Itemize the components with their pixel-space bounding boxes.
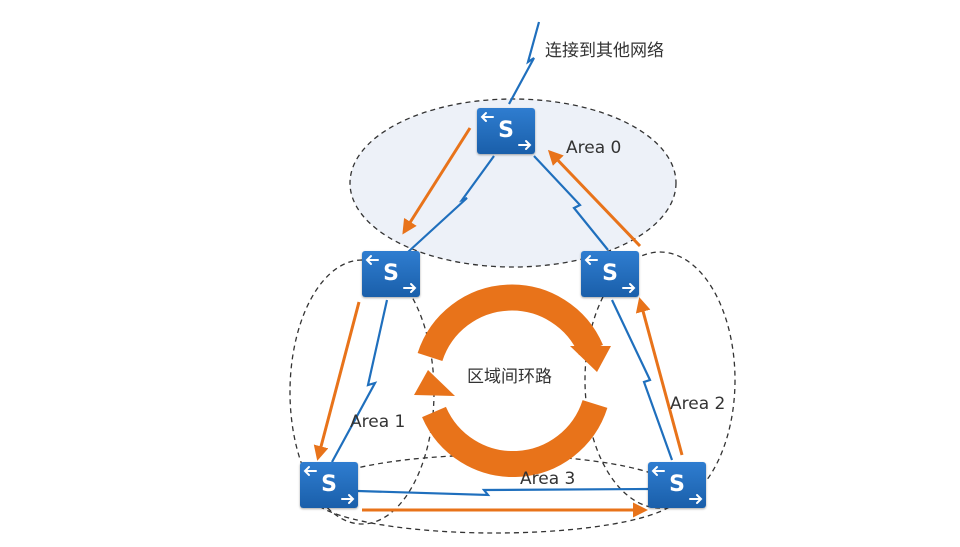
switch-top[interactable]: S bbox=[477, 108, 535, 154]
switch-bottom-right[interactable]: S bbox=[648, 462, 706, 508]
area-2-boundary bbox=[584, 251, 736, 509]
area-0-boundary bbox=[349, 98, 677, 268]
switch-label: S bbox=[669, 472, 685, 497]
switch-arrows-icon bbox=[651, 466, 703, 504]
flow-arrow-right-to-top bbox=[547, 149, 642, 248]
other-network-label: 连接到其他网络 bbox=[545, 41, 664, 61]
switch-arrows-icon bbox=[365, 255, 417, 293]
area-2-label: Area 2 bbox=[670, 394, 726, 414]
flow-arrow-bottomright-to-right bbox=[635, 297, 684, 456]
link-right-bottomright bbox=[611, 299, 674, 461]
link-top-left bbox=[407, 155, 495, 253]
area-1-label: Area 1 bbox=[350, 412, 406, 432]
switch-arrows-icon bbox=[480, 112, 532, 150]
uplink-line bbox=[508, 21, 541, 105]
area-0-label: Area 0 bbox=[566, 138, 622, 158]
switch-label: S bbox=[498, 118, 514, 143]
link-bottom bbox=[357, 487, 649, 497]
link-top-right bbox=[533, 155, 609, 251]
switch-label: S bbox=[602, 261, 618, 286]
area-3-label: Area 3 bbox=[520, 469, 576, 489]
switch-label: S bbox=[321, 472, 337, 497]
link-left-bottomleft bbox=[331, 299, 389, 463]
switch-left[interactable]: S bbox=[362, 251, 420, 297]
switch-bottom-left[interactable]: S bbox=[300, 462, 358, 508]
loop-label: 区域间环路 bbox=[467, 367, 552, 387]
switch-arrows-icon bbox=[303, 466, 355, 504]
switch-right[interactable]: S bbox=[581, 251, 639, 297]
loop-icon bbox=[414, 284, 611, 477]
flow-arrow-left-to-bottomleft bbox=[313, 301, 361, 461]
switch-label: S bbox=[383, 261, 399, 286]
switch-arrows-icon bbox=[584, 255, 636, 293]
flow-arrow-top-to-left bbox=[402, 127, 472, 235]
